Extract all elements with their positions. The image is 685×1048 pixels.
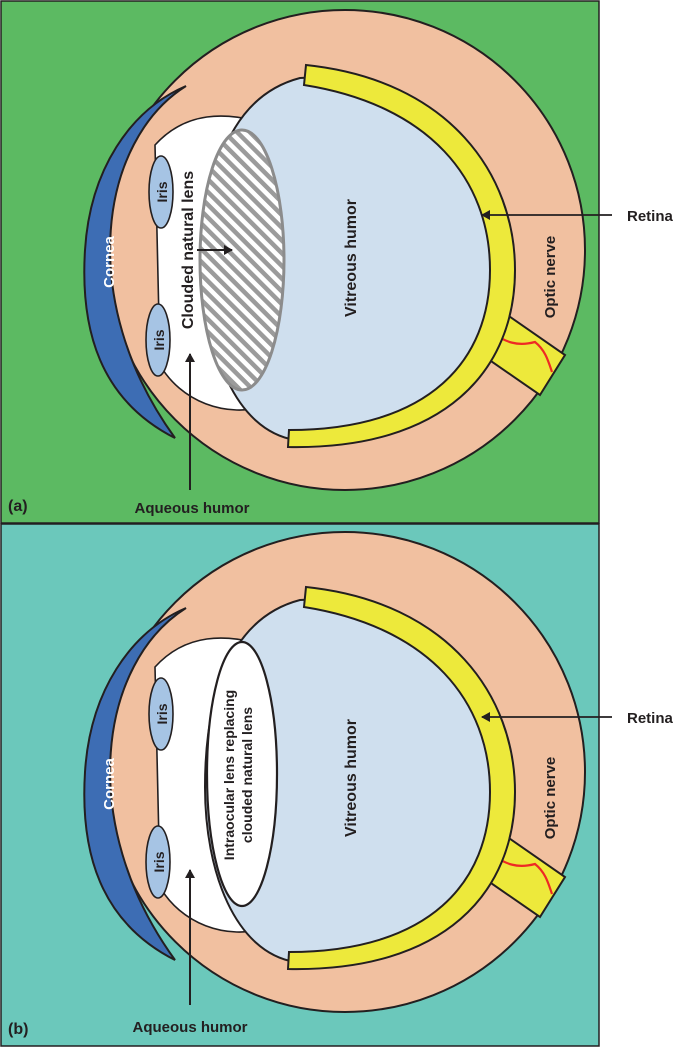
panel-a: Cornea Iris Iris Clouded natural lens Vi… [0,0,674,524]
lens-label-b-line2: clouded natural lens [239,707,255,843]
panel-a-label: (a) [8,498,28,515]
optic-nerve-label-b: Optic nerve [542,757,559,840]
cornea-label-a: Cornea [101,236,118,288]
clouded-lens [198,128,286,392]
lens-label-b-line1: Intraocular lens replacing [221,690,237,860]
iris-top-label-a: Iris [154,181,170,202]
retina-label-a: Retina [627,208,674,225]
intraocular-lens [205,640,279,908]
iris-bottom-label-b: Iris [151,851,167,872]
retina-label-b: Retina [627,710,674,727]
vitreous-label-b: Vitreous humor [343,719,360,837]
lens-label-a: Clouded natural lens [180,171,197,329]
aqueous-label-b: Aqueous humor [133,1019,248,1036]
panel-b: Cornea Iris Iris Intraocular lens replac… [0,523,674,1047]
iris-bottom-label-a: Iris [151,329,167,350]
aqueous-label-a: Aqueous humor [135,500,250,517]
optic-nerve-label-a: Optic nerve [542,236,559,319]
vitreous-label-a: Vitreous humor [343,199,360,317]
panel-b-label: (b) [8,1021,28,1038]
cornea-label-b: Cornea [101,758,118,810]
iris-top-label-b: Iris [154,703,170,724]
